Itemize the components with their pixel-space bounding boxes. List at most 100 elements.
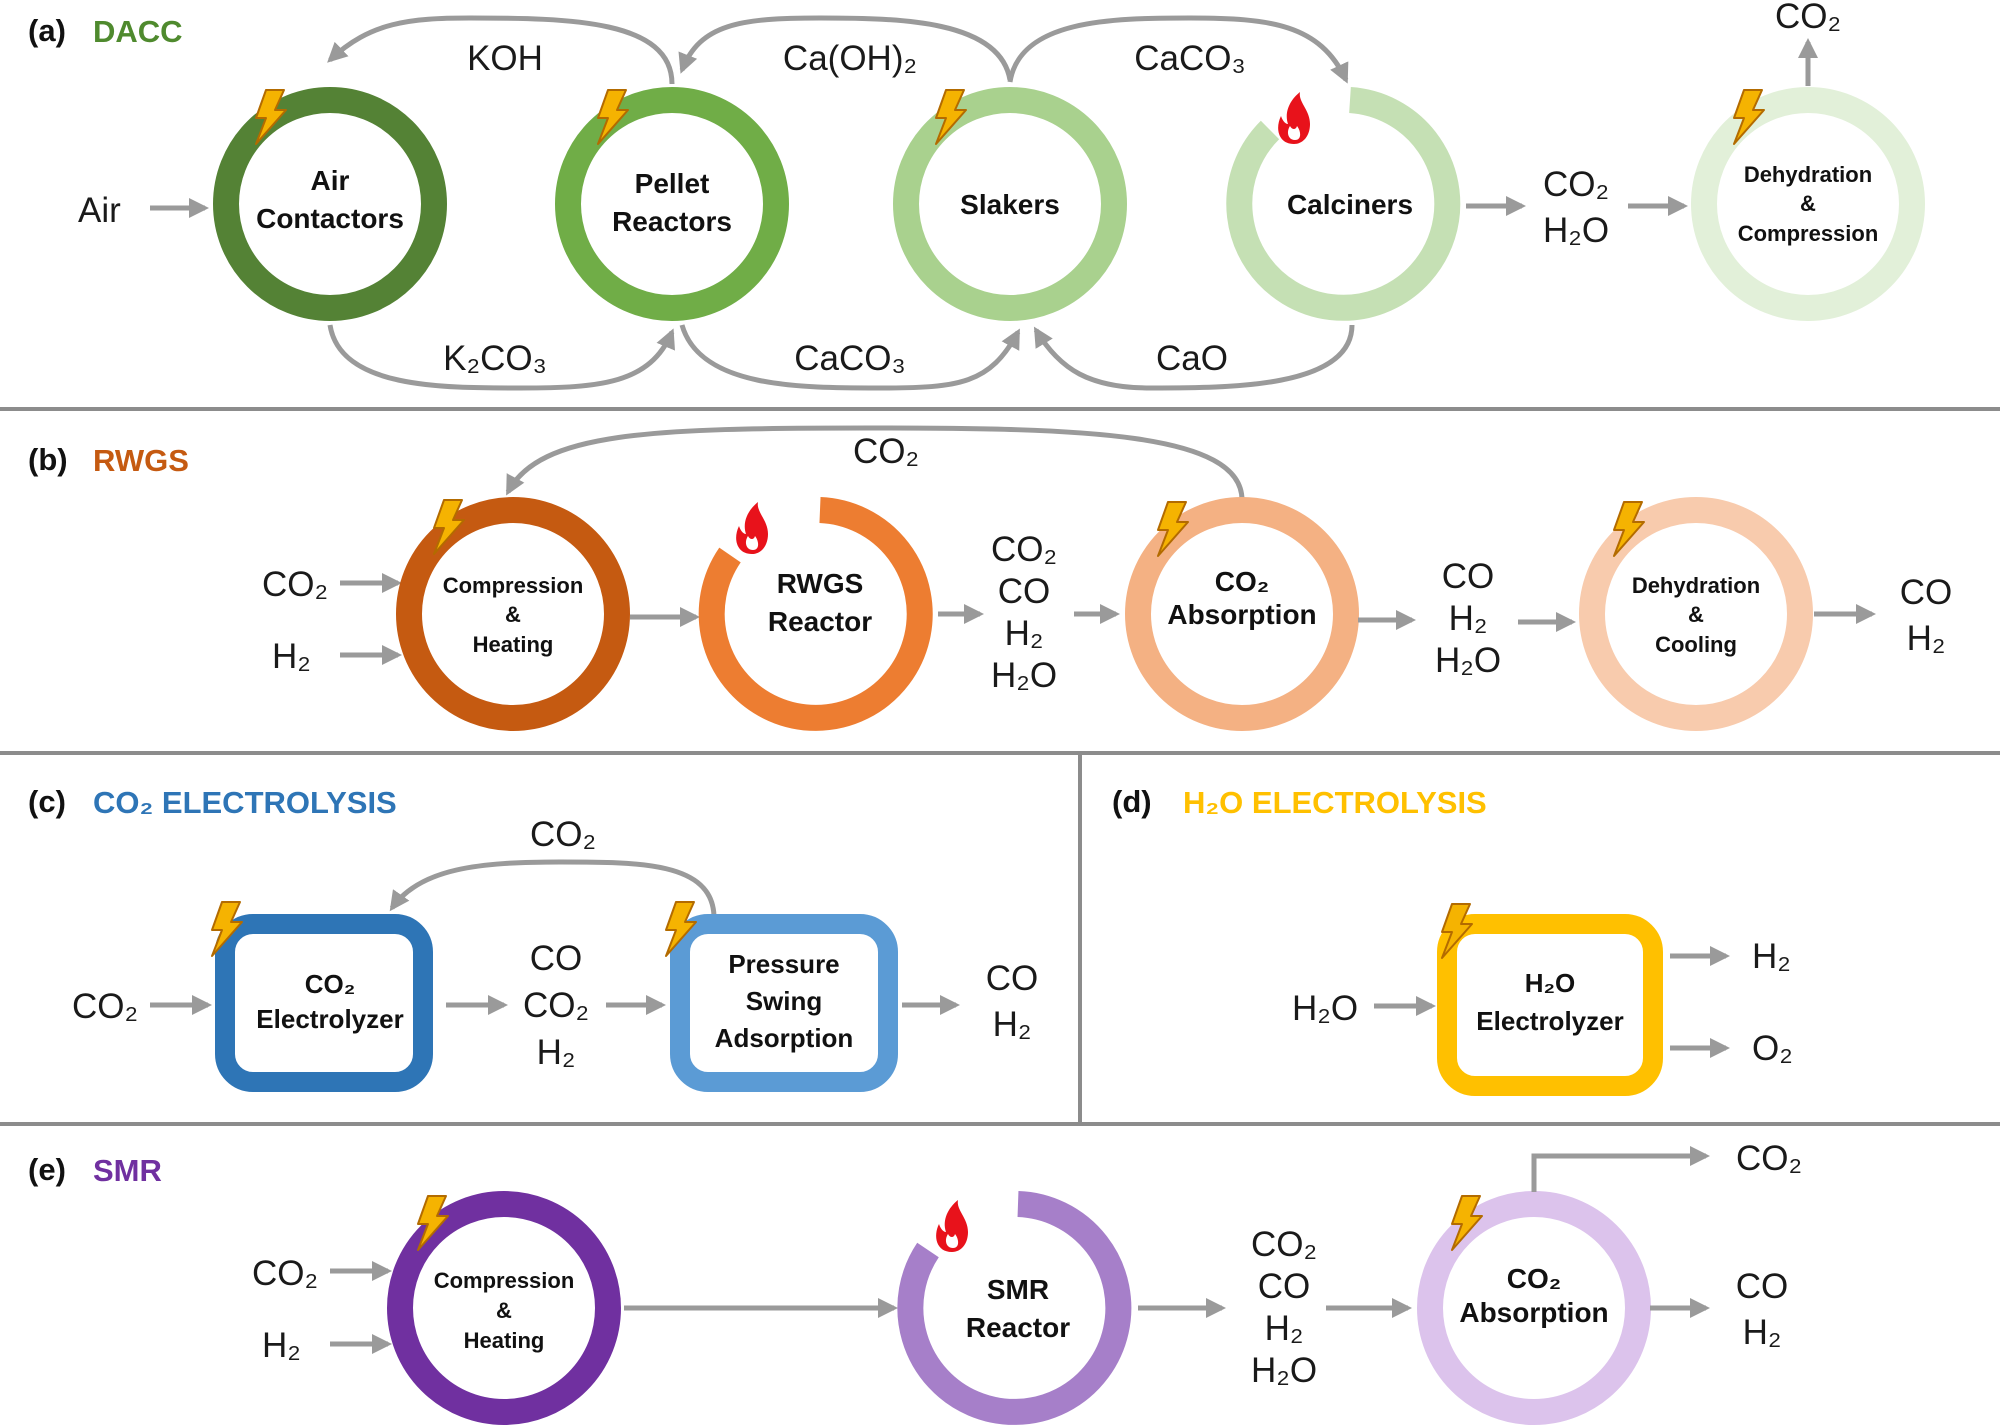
svg-text:H₂O: H₂O bbox=[1251, 1351, 1317, 1390]
smr-co2-out-arrow bbox=[1531, 1146, 1710, 1192]
cao-arrow bbox=[1033, 324, 1355, 391]
svg-text:CO₂: CO₂ bbox=[1507, 1263, 1561, 1294]
node-calciners: Calciners bbox=[1226, 87, 1461, 321]
svg-text:Absorption: Absorption bbox=[1459, 1297, 1608, 1328]
svg-text:Air: Air bbox=[311, 165, 350, 196]
node-pellet-reactors: Pellet Reactors bbox=[555, 87, 789, 321]
svg-text:Pellet: Pellet bbox=[635, 168, 710, 199]
calciners-out-co2: CO₂ bbox=[1543, 165, 1609, 204]
svg-text:&: & bbox=[496, 1298, 512, 1323]
flame-icon bbox=[1278, 92, 1310, 144]
panel-e-title: SMR bbox=[93, 1153, 162, 1188]
co2e-recycle-arrow bbox=[389, 859, 717, 917]
svg-text:Electrolyzer: Electrolyzer bbox=[1476, 1006, 1623, 1036]
smr-mix: CO₂ CO H₂ H₂O bbox=[1251, 1225, 1317, 1390]
svg-text:H₂: H₂ bbox=[1449, 599, 1488, 638]
co2e-mix: CO CO₂ H₂ bbox=[523, 939, 589, 1072]
rwgs-recycle-arrow bbox=[505, 425, 1245, 501]
svg-text:Absorption: Absorption bbox=[1167, 599, 1316, 630]
rwgs-mix1: CO₂ CO H₂ H₂O bbox=[991, 530, 1057, 695]
svg-text:H₂O: H₂O bbox=[1525, 968, 1576, 998]
svg-text:Dehydration: Dehydration bbox=[1632, 573, 1760, 598]
panel-c-tag: (c) bbox=[28, 784, 66, 819]
node-co2-absorption: CO₂ Absorption bbox=[1125, 497, 1359, 731]
node-smr-co2-absorption: CO₂ Absorption bbox=[1417, 1191, 1651, 1425]
panel-b-rwgs: (b) RWGS CO₂ CO₂ H₂ Compression & Heatin… bbox=[28, 425, 1952, 731]
node-co2-electrolyzer: CO₂ Electrolyzer bbox=[211, 901, 433, 1092]
panel-d-title: H₂O ELECTROLYSIS bbox=[1183, 785, 1487, 820]
smr-out-co2: CO₂ bbox=[1736, 1139, 1802, 1178]
svg-text:Dehydration: Dehydration bbox=[1744, 162, 1872, 187]
svg-text:CO₂: CO₂ bbox=[523, 986, 589, 1025]
svg-text:&: & bbox=[1688, 602, 1704, 627]
smr-in-co2: CO₂ bbox=[252, 1254, 318, 1293]
h2oe-out-h2: H₂ bbox=[1752, 937, 1791, 976]
panel-a-dacc: (a) DACC KOH Ca(OH)₂ CaCO₃ K₂CO₃ CaCO₃ C… bbox=[28, 0, 1925, 391]
svg-text:H₂: H₂ bbox=[1265, 1309, 1304, 1348]
svg-text:SMR: SMR bbox=[987, 1274, 1049, 1305]
node-air-contactors: Air Contactors bbox=[213, 87, 447, 321]
k2co3-arrow bbox=[327, 324, 675, 391]
svg-text:CO: CO bbox=[998, 572, 1051, 611]
panel-c-co2-electrolysis: (c) CO₂ ELECTROLYSIS CO₂ CO₂ CO₂ Electro… bbox=[28, 784, 1038, 1092]
svg-text:Heating: Heating bbox=[464, 1328, 545, 1353]
svg-text:Reactors: Reactors bbox=[612, 206, 732, 237]
svg-text:&: & bbox=[505, 602, 521, 627]
svg-text:Slakers: Slakers bbox=[960, 189, 1060, 220]
caco3-bottom-arrow bbox=[679, 324, 1021, 391]
rwgs-out-h2: H₂ bbox=[1907, 619, 1946, 658]
panel-a-tag: (a) bbox=[28, 13, 66, 48]
calciners-out-h2o: H₂O bbox=[1543, 211, 1609, 250]
svg-text:CO₂: CO₂ bbox=[991, 530, 1057, 569]
svg-text:CO: CO bbox=[1442, 557, 1495, 596]
panel-e-smr: (e) SMR CO₂ H₂ Compression & Heating SMR… bbox=[28, 1139, 1802, 1425]
co2e-in-co2: CO₂ bbox=[72, 987, 138, 1026]
svg-text:Calciners: Calciners bbox=[1287, 189, 1413, 220]
flame-icon bbox=[936, 1200, 968, 1252]
smr-in-h2: H₂ bbox=[262, 1326, 301, 1365]
svg-text:H₂: H₂ bbox=[1005, 614, 1044, 653]
node-rwgs-reactor: RWGS Reactor bbox=[698, 497, 933, 731]
svg-text:RWGS: RWGS bbox=[777, 568, 864, 599]
k2co3-label: K₂CO₃ bbox=[443, 339, 547, 378]
svg-text:Adsorption: Adsorption bbox=[715, 1023, 854, 1053]
node-compression-heating: Compression & Heating bbox=[396, 497, 630, 731]
node-smr-compression-heating: Compression & Heating bbox=[387, 1191, 621, 1425]
rwgs-recycle-label: CO₂ bbox=[853, 432, 919, 471]
svg-text:CO₂: CO₂ bbox=[1251, 1225, 1317, 1264]
node-smr-reactor: SMR Reactor bbox=[897, 1191, 1132, 1425]
panel-a-title: DACC bbox=[93, 14, 183, 49]
svg-text:Pressure: Pressure bbox=[728, 949, 839, 979]
rwgs-in-h2: H₂ bbox=[272, 637, 311, 676]
svg-text:&: & bbox=[1800, 191, 1816, 216]
cao-label: CaO bbox=[1156, 339, 1228, 378]
panel-d-tag: (d) bbox=[1112, 784, 1152, 819]
svg-text:CO₂: CO₂ bbox=[1215, 566, 1269, 597]
svg-text:CO: CO bbox=[1258, 1267, 1311, 1306]
smr-out-co: CO bbox=[1736, 1267, 1789, 1306]
svg-text:Swing: Swing bbox=[746, 986, 823, 1016]
koh-arrow bbox=[327, 15, 675, 85]
svg-text:CO₂: CO₂ bbox=[305, 969, 356, 999]
co2-out-label: CO₂ bbox=[1775, 0, 1841, 36]
panel-b-tag: (b) bbox=[28, 442, 68, 477]
koh-label: KOH bbox=[467, 39, 543, 78]
svg-text:H₂O: H₂O bbox=[991, 656, 1057, 695]
flame-icon bbox=[736, 502, 768, 554]
rwgs-mix2: CO H₂ H₂O bbox=[1435, 557, 1501, 680]
svg-text:H₂: H₂ bbox=[537, 1033, 576, 1072]
caco3-top-arrow bbox=[1007, 15, 1349, 84]
panel-e-tag: (e) bbox=[28, 1152, 66, 1187]
rwgs-in-co2: CO₂ bbox=[262, 565, 328, 604]
h2oe-out-o2: O₂ bbox=[1752, 1029, 1793, 1068]
svg-text:CO: CO bbox=[530, 939, 583, 978]
svg-text:Heating: Heating bbox=[473, 632, 554, 657]
node-dehydration-compression: Dehydration & Compression bbox=[1691, 87, 1925, 321]
svg-text:Cooling: Cooling bbox=[1655, 632, 1737, 657]
svg-text:Compression: Compression bbox=[443, 573, 584, 598]
caoh2-label: Ca(OH)₂ bbox=[783, 39, 917, 78]
node-slakers: Slakers bbox=[893, 87, 1127, 321]
node-pressure-swing-adsorption: Pressure Swing Adsorption bbox=[665, 901, 898, 1092]
panel-d-h2o-electrolysis: (d) H₂O ELECTROLYSIS H₂O H₂O Electrolyze… bbox=[1112, 784, 1793, 1096]
node-h2o-electrolyzer: H₂O Electrolyzer bbox=[1437, 903, 1663, 1096]
